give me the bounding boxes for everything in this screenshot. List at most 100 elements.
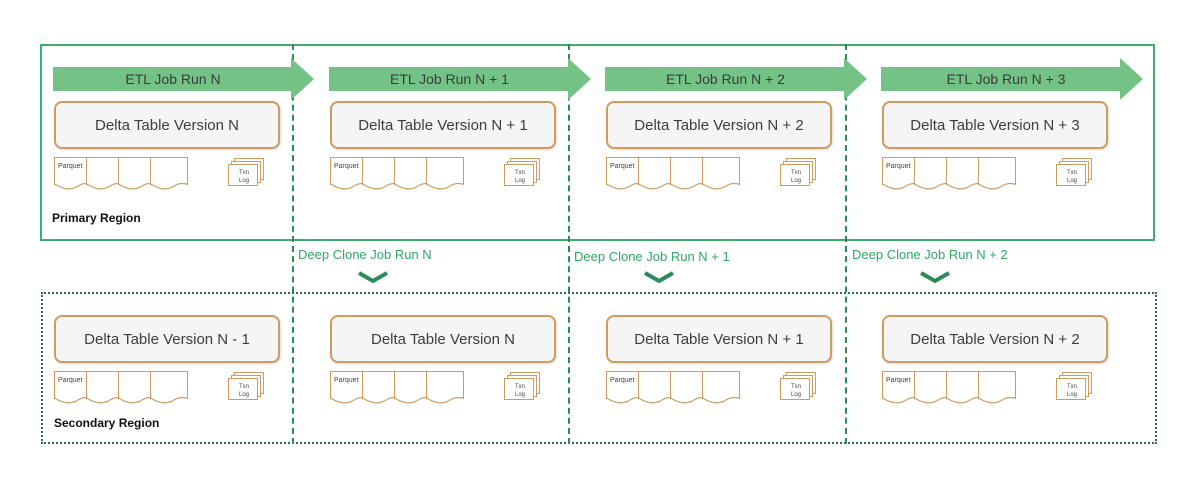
parquet-file-icon bbox=[426, 371, 464, 399]
primary-delta-table: Delta Table Version N bbox=[54, 101, 280, 149]
etl-run-arrow: ETL Job Run N + 1 bbox=[329, 58, 592, 100]
parquet-file-icon bbox=[946, 371, 984, 399]
parquet-label: Parquet bbox=[334, 163, 359, 170]
txn-label-line2: Log bbox=[238, 178, 249, 184]
parquet-file-icon bbox=[118, 157, 156, 185]
parquet-file-edge bbox=[150, 397, 188, 404]
secondary-delta-table: Delta Table Version N bbox=[330, 315, 556, 363]
parquet-files: Parquet bbox=[54, 371, 216, 404]
parquet-files: Parquet bbox=[606, 157, 768, 190]
txn-label-line2: Log bbox=[790, 392, 801, 398]
arrow-head-icon bbox=[291, 58, 314, 100]
parquet-file-edge bbox=[150, 183, 188, 190]
parquet-file-edge bbox=[702, 183, 740, 190]
parquet-file-icon bbox=[330, 371, 368, 399]
txn-label-line1: Txn bbox=[790, 170, 801, 176]
chevron-down-icon bbox=[358, 271, 388, 284]
parquet-file-edge bbox=[978, 183, 1016, 190]
parquet-file-icon bbox=[638, 371, 676, 399]
parquet-files: Parquet bbox=[54, 157, 216, 190]
arrow-head-icon bbox=[568, 58, 591, 100]
parquet-label: Parquet bbox=[610, 377, 635, 384]
parquet-file-icon bbox=[426, 157, 464, 185]
txn-label-line2: Log bbox=[1066, 392, 1077, 398]
secondary-delta-table: Delta Table Version N - 1 bbox=[54, 315, 280, 363]
txn-label-line1: Txn bbox=[1066, 384, 1077, 390]
txn-label-line2: Log bbox=[514, 392, 525, 398]
primary-region-label: Primary Region bbox=[52, 211, 141, 225]
etl-run-arrow: ETL Job Run N + 3 bbox=[881, 58, 1144, 100]
parquet-file-icon bbox=[638, 157, 676, 185]
txn-label-line2: Log bbox=[1066, 178, 1077, 184]
parquet-file-icon bbox=[86, 371, 124, 399]
arrow-head-icon bbox=[844, 58, 867, 100]
parquet-file-icon bbox=[882, 157, 920, 185]
secondary-delta-table: Delta Table Version N + 1 bbox=[606, 315, 832, 363]
parquet-file-icon bbox=[914, 157, 952, 185]
deep-clone-label: Deep Clone Job Run N bbox=[298, 247, 432, 262]
arrow-head-icon bbox=[1120, 58, 1143, 100]
deep-clone-label: Deep Clone Job Run N + 2 bbox=[852, 247, 1008, 262]
parquet-files: Parquet bbox=[882, 157, 1044, 190]
secondary-delta-table: Delta Table Version N + 2 bbox=[882, 315, 1108, 363]
txn-label-line1: Txn bbox=[514, 170, 525, 176]
parquet-label: Parquet bbox=[886, 377, 911, 384]
primary-delta-table: Delta Table Version N + 1 bbox=[330, 101, 556, 149]
etl-run-label: ETL Job Run N + 1 bbox=[390, 71, 509, 87]
parquet-file-edge bbox=[702, 397, 740, 404]
chevron-down-icon bbox=[920, 271, 950, 284]
parquet-file-edge bbox=[978, 397, 1016, 404]
column-divider bbox=[292, 44, 294, 444]
parquet-file-icon bbox=[978, 371, 1016, 399]
parquet-file-icon bbox=[150, 157, 188, 185]
parquet-files: Parquet bbox=[330, 371, 492, 404]
parquet-file-edge bbox=[426, 183, 464, 190]
etl-run-label: ETL Job Run N bbox=[125, 71, 221, 87]
parquet-file-icon bbox=[362, 157, 400, 185]
etl-run-arrow: ETL Job Run N + 2 bbox=[605, 58, 868, 100]
parquet-label: Parquet bbox=[58, 163, 83, 170]
txn-label-line1: Txn bbox=[238, 384, 249, 390]
txn-label-line1: Txn bbox=[1066, 170, 1077, 176]
txn-label-line2: Log bbox=[514, 178, 525, 184]
parquet-file-icon bbox=[150, 371, 188, 399]
parquet-file-icon bbox=[118, 371, 156, 399]
etl-run-arrow: ETL Job Run N bbox=[53, 58, 315, 100]
secondary-region-label: Secondary Region bbox=[54, 416, 160, 430]
chevron-down-icon bbox=[644, 271, 674, 284]
secondary-region bbox=[41, 292, 1157, 444]
parquet-file-icon bbox=[362, 371, 400, 399]
parquet-file-icon bbox=[702, 371, 740, 399]
primary-region bbox=[40, 44, 1155, 241]
parquet-label: Parquet bbox=[334, 377, 359, 384]
parquet-file-icon bbox=[978, 157, 1016, 185]
txn-label-line1: Txn bbox=[790, 384, 801, 390]
parquet-file-edge bbox=[426, 397, 464, 404]
parquet-label: Parquet bbox=[886, 163, 911, 170]
parquet-file-icon bbox=[606, 157, 644, 185]
primary-delta-table: Delta Table Version N + 3 bbox=[882, 101, 1108, 149]
parquet-file-icon bbox=[394, 371, 432, 399]
primary-delta-table: Delta Table Version N + 2 bbox=[606, 101, 832, 149]
parquet-label: Parquet bbox=[610, 163, 635, 170]
txn-label-line2: Log bbox=[238, 392, 249, 398]
etl-run-label: ETL Job Run N + 3 bbox=[946, 71, 1066, 87]
etl-run-label: ETL Job Run N + 2 bbox=[666, 71, 785, 87]
txn-label-line1: Txn bbox=[514, 384, 525, 390]
parquet-label: Parquet bbox=[58, 377, 83, 384]
